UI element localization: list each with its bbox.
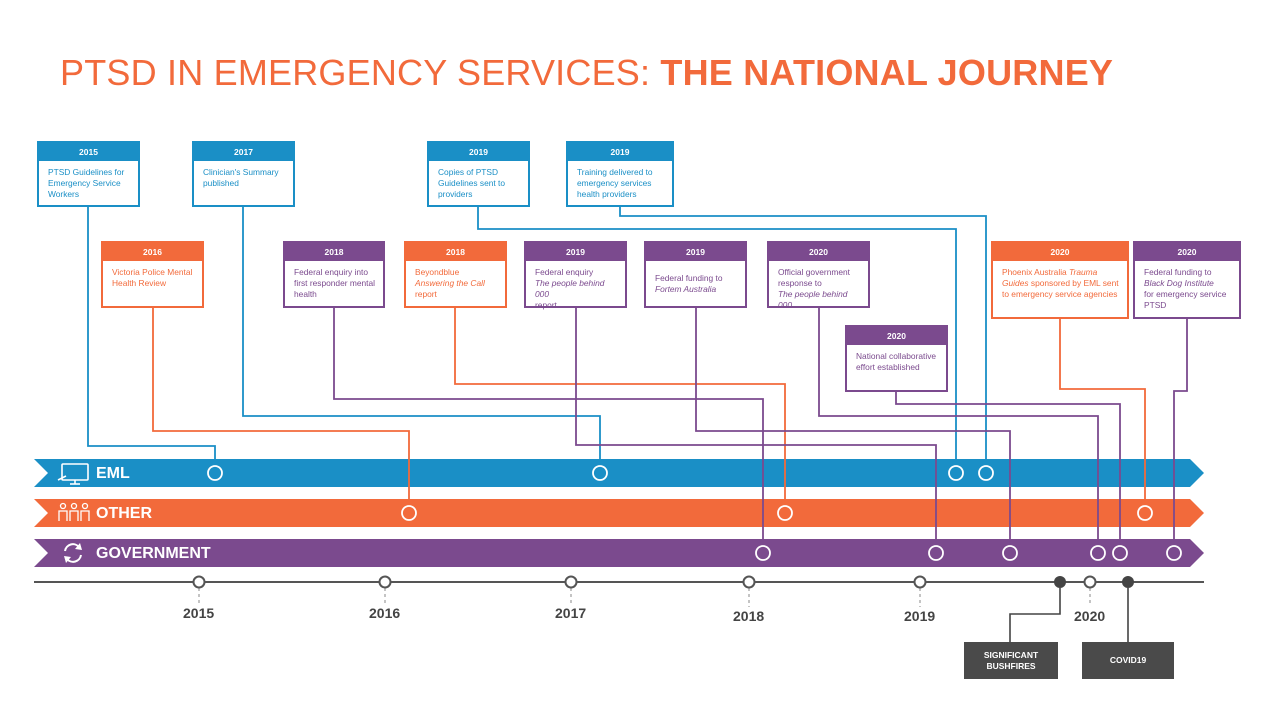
lane-markers	[207, 465, 1182, 561]
refresh-icon	[64, 543, 82, 563]
axis-year-2015: 2015	[183, 605, 215, 621]
covid-marker	[1122, 576, 1134, 588]
computer-icon	[57, 463, 89, 485]
page-title: PTSD IN EMERGENCY SERVICES: THE NATIONAL…	[60, 52, 1114, 93]
lane-other	[34, 499, 1204, 527]
bushfire-marker	[1054, 576, 1066, 588]
lane-label-other: OTHER	[96, 505, 152, 522]
axis-year-2016: 2016	[369, 605, 401, 621]
lane-eml	[34, 459, 1204, 487]
card-other-2020-phoenix: 2020 Phoenix Australia Trauma Guides spo…	[991, 241, 1129, 319]
event-covid19: COVID19	[1082, 642, 1174, 679]
lane-label-eml: EML	[96, 465, 130, 482]
lane-government	[34, 539, 1204, 567]
axis-year-2019: 2019	[904, 608, 936, 624]
axis-year-2018: 2018	[733, 608, 765, 624]
axis-year-2020: 2020	[1074, 608, 1106, 624]
people-icon	[58, 502, 90, 521]
lane-label-government: GOVERNMENT	[96, 545, 211, 562]
axis-year-2017: 2017	[555, 605, 587, 621]
event-bushfires: SIGNIFICANT BUSHFIRES	[964, 642, 1058, 679]
axis-markers	[192, 575, 1097, 589]
